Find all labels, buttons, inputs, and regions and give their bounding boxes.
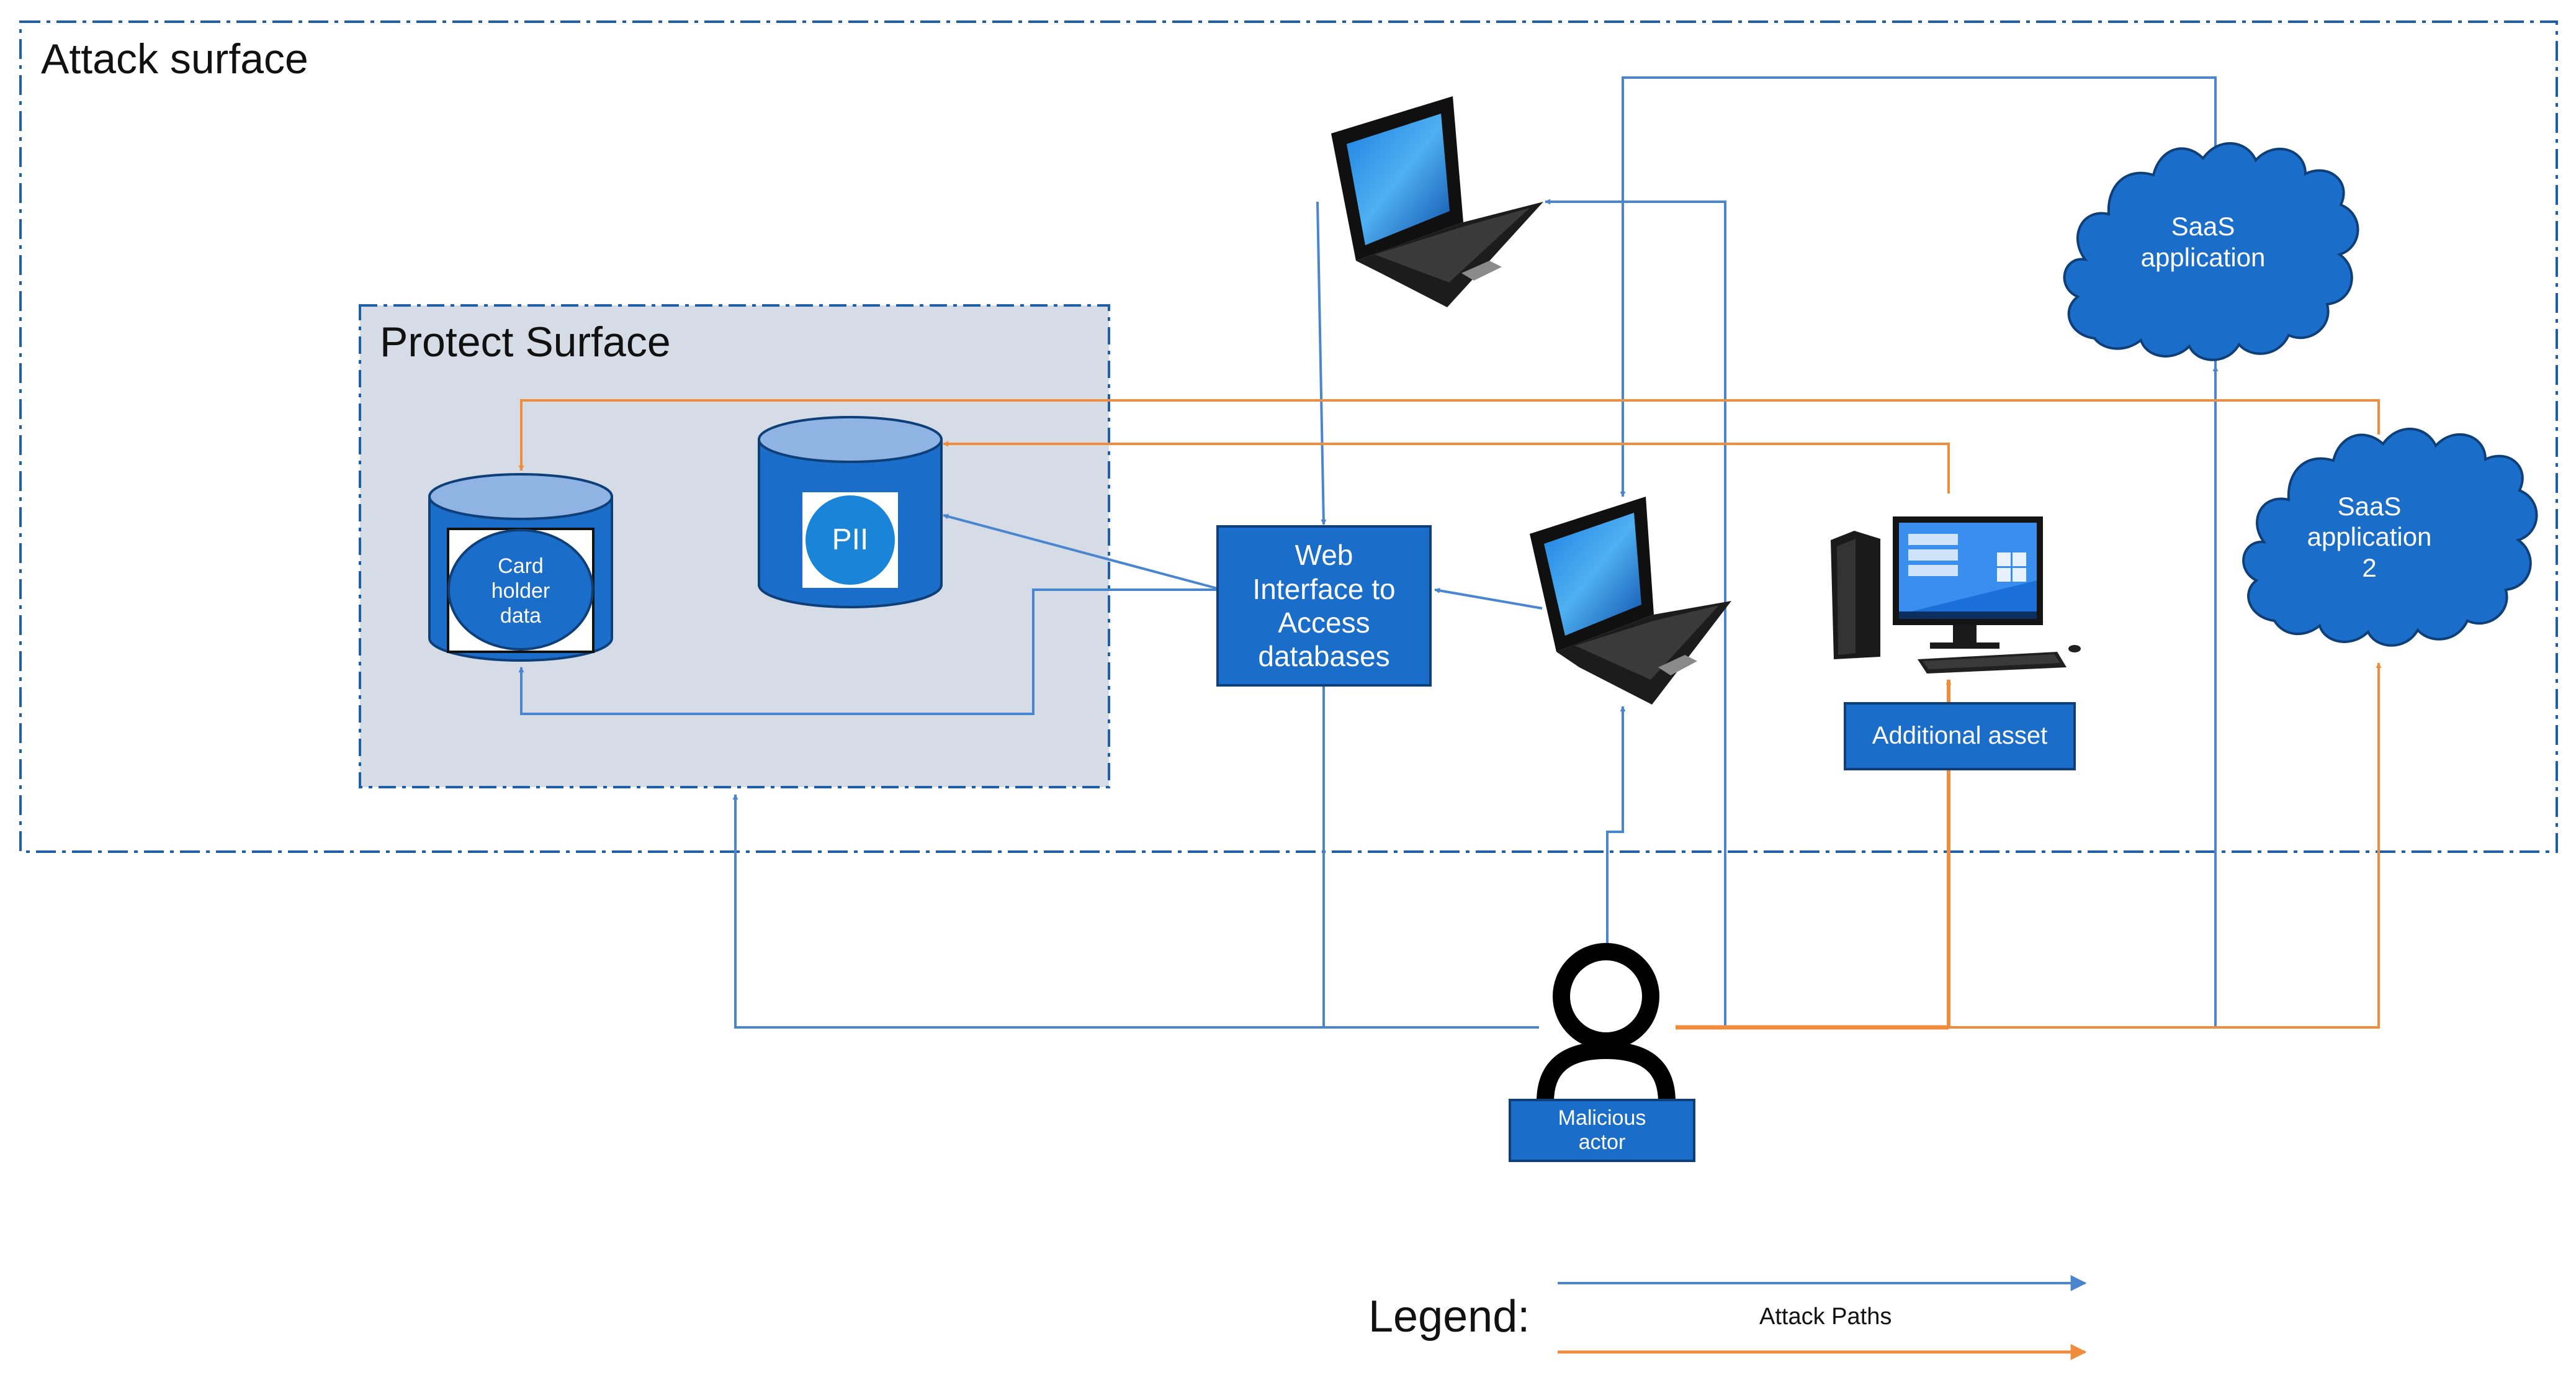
malicious-actor-line-1: Malicious bbox=[1558, 1106, 1646, 1130]
card-holder-label: Card holder data bbox=[459, 543, 582, 639]
web-interface-line-1: Web bbox=[1295, 539, 1353, 572]
card-holder-line-2: holder bbox=[491, 579, 550, 603]
path-laptop-mid-to-web-interface bbox=[1434, 587, 1543, 610]
legend-attack-paths-label: Attack Paths bbox=[1759, 1304, 1892, 1330]
card-holder-database-icon bbox=[428, 473, 613, 662]
blue-attack-paths bbox=[518, 76, 2219, 1029]
malicious-actor-box bbox=[1509, 1099, 1695, 1162]
malicious-actor-line-2: actor bbox=[1578, 1130, 1626, 1154]
web-interface-box bbox=[1216, 525, 1432, 687]
path-saas-2-to-card-holder bbox=[518, 399, 2380, 471]
path-actor-to-web-interface bbox=[1322, 686, 1539, 1029]
desktop-computer-icon bbox=[1831, 516, 2081, 674]
web-interface-label: Web Interface to Access databases bbox=[1218, 526, 1430, 685]
malicious-actor-label: Malicious actor bbox=[1510, 1100, 1694, 1161]
saas-2-line-1: SaaS bbox=[2337, 491, 2402, 521]
attack-surface-title: Attack surface bbox=[41, 35, 308, 83]
web-interface-line-3: Access bbox=[1278, 606, 1370, 639]
saas-1-label: SaaS application bbox=[2110, 199, 2296, 286]
saas-2-line-3: 2 bbox=[2362, 552, 2377, 582]
card-holder-line-1: Card bbox=[498, 554, 544, 578]
path-actor-to-saas-2 bbox=[1949, 662, 2382, 1029]
path-web-interface-to-pii bbox=[943, 513, 1218, 590]
saas-1-line-2: application bbox=[2140, 243, 2266, 272]
legend-title: Legend: bbox=[1368, 1292, 1530, 1341]
path-additional-asset-to-pii bbox=[943, 441, 1950, 494]
web-interface-line-4: databases bbox=[1258, 640, 1390, 673]
additional-asset-box bbox=[1844, 702, 2076, 770]
laptop-mid-icon bbox=[1530, 497, 1731, 705]
person-icon bbox=[1537, 943, 1676, 1102]
path-laptop-top-to-web-interface bbox=[1316, 201, 1327, 525]
protect-surface-title: Protect Surface bbox=[380, 318, 671, 366]
saas-1-cloud-icon bbox=[2063, 142, 2359, 361]
card-holder-line-3: data bbox=[500, 604, 542, 628]
additional-asset-label: Additional asset bbox=[1872, 722, 2048, 750]
pii-database-icon bbox=[758, 416, 943, 608]
saas-1-line-1: SaaS bbox=[2171, 212, 2235, 241]
attack-surface-frame bbox=[19, 20, 2558, 853]
saas-2-label: SaaS application 2 bbox=[2276, 478, 2462, 596]
legend-lines bbox=[1558, 1275, 2087, 1360]
laptop-top-icon bbox=[1331, 96, 1543, 307]
path-actor-to-laptop-mid bbox=[1606, 706, 1626, 953]
pii-label: PII bbox=[832, 523, 869, 556]
saas-2-line-2: application bbox=[2307, 522, 2432, 552]
path-actor-to-protect-surface bbox=[732, 794, 1539, 1029]
path-web-interface-to-card-holder bbox=[518, 588, 1218, 715]
saas-2-cloud-icon bbox=[2242, 428, 2538, 647]
web-interface-line-2: Interface to bbox=[1252, 572, 1396, 605]
